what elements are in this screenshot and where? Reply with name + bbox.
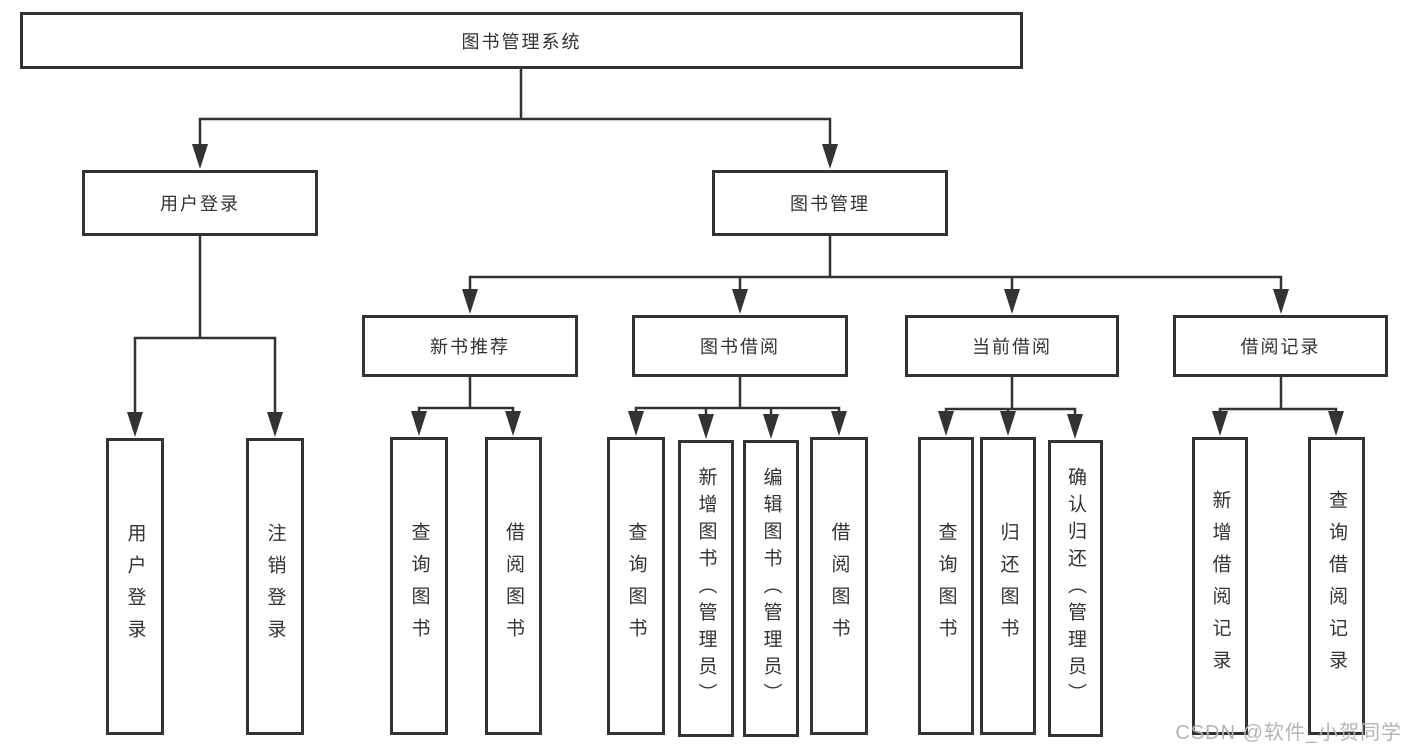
leaf-edit-book-admin: 编辑图书（管理员） bbox=[743, 440, 799, 737]
node-borrow-record-label: 借阅记录 bbox=[1240, 337, 1321, 357]
leaf-add-book-admin: 新增图书（管理员） bbox=[678, 440, 734, 737]
leaf-add-book-admin-label: 新增图书（管理员） bbox=[695, 467, 717, 710]
leaf-add-borrow-record-label: 新增借阅记录 bbox=[1209, 490, 1231, 682]
leaf-confirm-return-admin-label: 确认归还（管理员） bbox=[1065, 467, 1086, 710]
leaf-current-query-book: 查询图书 bbox=[918, 437, 974, 735]
watermark: CSDN @软件_小贺同学 bbox=[1175, 722, 1402, 744]
leaf-borrow-book-label: 借阅图书 bbox=[828, 522, 850, 650]
leaf-recommend-query-book: 查询图书 bbox=[390, 437, 448, 735]
node-new-book-recommend-label: 新书推荐 bbox=[430, 337, 510, 357]
node-book-borrow: 图书借阅 bbox=[632, 315, 848, 377]
leaf-query-borrow-record: 查询借阅记录 bbox=[1308, 437, 1365, 735]
leaf-add-borrow-record: 新增借阅记录 bbox=[1192, 437, 1248, 735]
node-user-login-branch-label: 用户登录 bbox=[160, 194, 240, 214]
leaf-logout: 注销登录 bbox=[246, 438, 304, 735]
leaf-edit-book-admin-label: 编辑图书（管理员） bbox=[760, 467, 782, 710]
node-root-label: 图书管理系统 bbox=[461, 31, 582, 52]
leaf-borrow-book: 借阅图书 bbox=[810, 437, 868, 735]
node-new-book-recommend: 新书推荐 bbox=[362, 315, 578, 377]
node-book-borrow-label: 图书借阅 bbox=[700, 337, 780, 357]
leaf-recommend-query-book-label: 查询图书 bbox=[408, 522, 430, 650]
leaf-recommend-borrow-book: 借阅图书 bbox=[485, 437, 542, 735]
leaf-borrow-query-book-label: 查询图书 bbox=[625, 522, 647, 650]
node-root: 图书管理系统 bbox=[20, 12, 1023, 69]
leaf-borrow-query-book: 查询图书 bbox=[607, 437, 665, 735]
leaf-user-login-label: 用户登录 bbox=[124, 522, 146, 651]
leaf-logout-label: 注销登录 bbox=[264, 522, 286, 651]
node-book-management-branch: 图书管理 bbox=[712, 170, 948, 236]
leaf-return-book-label: 归还图书 bbox=[997, 522, 1019, 650]
leaf-return-book: 归还图书 bbox=[980, 437, 1036, 735]
leaf-query-borrow-record-label: 查询借阅记录 bbox=[1326, 490, 1347, 682]
node-book-management-branch-label: 图书管理 bbox=[790, 194, 870, 214]
node-borrow-record: 借阅记录 bbox=[1173, 315, 1388, 377]
leaf-recommend-borrow-book-label: 借阅图书 bbox=[503, 522, 524, 650]
node-current-borrow: 当前借阅 bbox=[905, 315, 1119, 377]
leaf-user-login: 用户登录 bbox=[106, 438, 164, 735]
leaf-current-query-book-label: 查询图书 bbox=[935, 522, 957, 650]
leaf-confirm-return-admin: 确认归还（管理员） bbox=[1048, 440, 1103, 737]
node-current-borrow-label: 当前借阅 bbox=[972, 337, 1052, 357]
node-user-login-branch: 用户登录 bbox=[82, 170, 318, 236]
